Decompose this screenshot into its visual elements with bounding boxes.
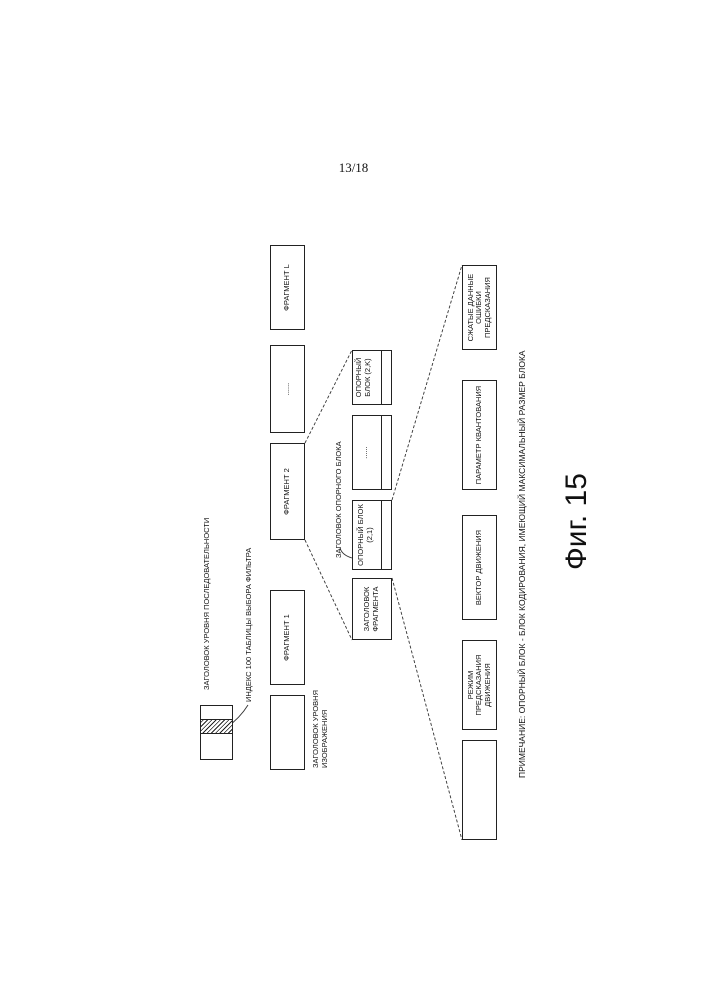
connector-lines (190, 220, 610, 840)
zoom-line (305, 350, 352, 443)
page-number: 13/18 (0, 160, 707, 176)
ref-block-ellipsis-box: ...... (352, 415, 392, 490)
ref-block-ellipsis-label: ...... (361, 446, 370, 459)
sequence-header-label: ЗАГОЛОВОК УРОВНЯ ПОСЛЕДОВАТЕЛЬНОСТИ (202, 518, 211, 690)
fragment-ellipsis-box: ...... (270, 345, 305, 433)
motion-vector-box: ВЕКТОР ДВИЖЕНИЯ (462, 515, 497, 620)
picture-header-box (270, 695, 305, 770)
filter-index-field (201, 719, 232, 734)
filter-index-label: ИНДЕКС 100 ТАБЛИЦЫ ВЫБОРА ФИЛЬТРА (244, 548, 253, 702)
ref-block-2-K-label: ОПОРНЫЙ БЛОК (2,K) (355, 351, 372, 404)
motion-prediction-mode-box: РЕЖИМ ПРЕДСКАЗАНИЯ ДВИЖЕНИЯ (462, 640, 497, 730)
ref-block-2-K-box: ОПОРНЫЙ БЛОК (2,K) (352, 350, 392, 405)
quantization-parameter-box: ПАРАМЕТР КВАНТОВАНИЯ (462, 380, 497, 490)
ref-block-header-field (381, 416, 391, 489)
zoom-line (392, 265, 462, 500)
ref-block-2-1-label: ОПОРНЫЙ БЛОК (2,1) (357, 501, 374, 569)
fragment-1-box: ФРАГМЕНТ 1 (270, 590, 305, 685)
ref-block-2-1-box: ОПОРНЫЙ БЛОК (2,1) (352, 500, 392, 570)
ref-block-header-label: ЗАГОЛОВОК ОПОРНОГО БЛОКА (334, 441, 343, 558)
picture-header-label-line1: ЗАГОЛОВОК УРОВНЯ (311, 690, 320, 768)
fragment-header-box: ЗАГОЛОВОК ФРАГМЕНТА (352, 578, 392, 640)
fragment-2-box: ФРАГМЕНТ 2 (270, 443, 305, 540)
ref-block-header-field (381, 501, 391, 569)
sequence-header-box (200, 705, 233, 760)
fragment-L-box: ФРАГМЕНТ L (270, 245, 305, 330)
zoom-line (392, 578, 462, 840)
compressed-residual-box: СЖАТЫЕ ДАННЫЕ ОШИБКИ ПРЕДСКАЗАНИЯ (462, 265, 497, 350)
picture-header-label-line2: ИЗОБРАЖЕНИЯ (320, 690, 329, 768)
note-text: ПРИМЕЧАНИЕ: ОПОРНЫЙ БЛОК - БЛОК КОДИРОВА… (517, 350, 527, 778)
figure-label: Фиг. 15 (560, 473, 594, 570)
empty-field-box (462, 740, 497, 840)
picture-header-label: ЗАГОЛОВОК УРОВНЯ ИЗОБРАЖЕНИЯ (311, 690, 329, 768)
bitstream-diagram: ЗАГОЛОВОК УРОВНЯ ПОСЛЕДОВАТЕЛЬНОСТИ ИНДЕ… (190, 220, 610, 840)
ref-block-header-field (381, 351, 391, 404)
